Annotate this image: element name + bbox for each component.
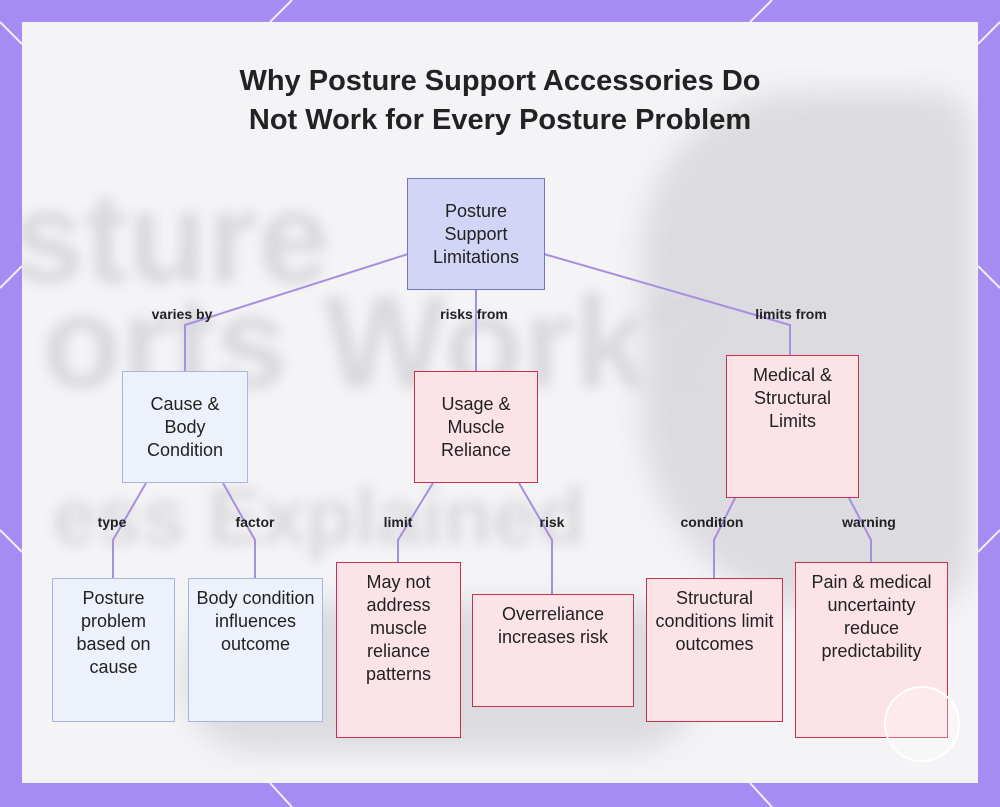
edge-label-factor: factor (235, 514, 275, 530)
edge-label-warning: warning (842, 514, 896, 530)
edge-label-risk: risk (539, 514, 565, 530)
edge-label-limit: limit (383, 514, 413, 530)
node-label: Body condition influences outcome (196, 588, 315, 654)
title-line-2: Not Work for Every Posture Problem (248, 104, 752, 136)
node-may-not-address: May not address muscle reliance patterns (336, 562, 461, 738)
edge-root-medical (543, 253, 791, 356)
edge-usage-over (518, 482, 553, 595)
edge-root-cause (184, 253, 409, 372)
node-posture-support-limitations: Posture Support Limitations (407, 178, 545, 290)
node-label: Cause & Body Condition (146, 393, 224, 460)
node-overreliance: Overreliance increases risk (472, 594, 634, 707)
edge-cause-body (222, 482, 256, 579)
edge-label-type: type (97, 514, 127, 530)
node-label: Posture problem based on cause (76, 588, 151, 677)
node-label: Usage & Muscle Reliance (440, 393, 512, 460)
edge-cause-posture (112, 482, 147, 579)
node-label: Medical & Structural Limits (752, 365, 833, 431)
node-usage-muscle-reliance: Usage & Muscle Reliance (414, 371, 538, 483)
title-line-1: Why Posture Support Accessories Do (239, 65, 761, 97)
node-label: Overreliance increases risk (497, 604, 609, 647)
node-body-condition: Body condition influences outcome (188, 578, 323, 722)
node-medical-structural-limits: Medical & Structural Limits (726, 355, 859, 498)
node-posture-problem: Posture problem based on cause (52, 578, 175, 722)
brand-logo-icon (884, 686, 960, 762)
edge-medical-structural (713, 497, 736, 579)
node-label: Pain & medical uncertainty reduce predic… (811, 572, 932, 661)
node-label: May not address muscle reliance patterns (365, 572, 432, 684)
node-structural-conditions: Structural conditions limit outcomes (646, 578, 783, 722)
node-cause-body-condition: Cause & Body Condition (122, 371, 248, 483)
node-label: Posture Support Limitations (432, 200, 520, 267)
edge-usage-maynot (397, 482, 434, 563)
edge-label-varies-by: varies by (151, 306, 213, 322)
edge-medical-pain (848, 497, 872, 563)
edge-label-condition: condition (680, 514, 744, 530)
node-label: Structural conditions limit outcomes (655, 588, 774, 654)
edge-label-limits-from: limits from (755, 306, 827, 322)
background-watermark: sture (22, 164, 330, 310)
edge-label-risks-from: risks from (440, 306, 508, 322)
diagram-title: Why Posture Support Accessories Do Not W… (22, 62, 978, 140)
background-photo-shape (642, 92, 972, 612)
